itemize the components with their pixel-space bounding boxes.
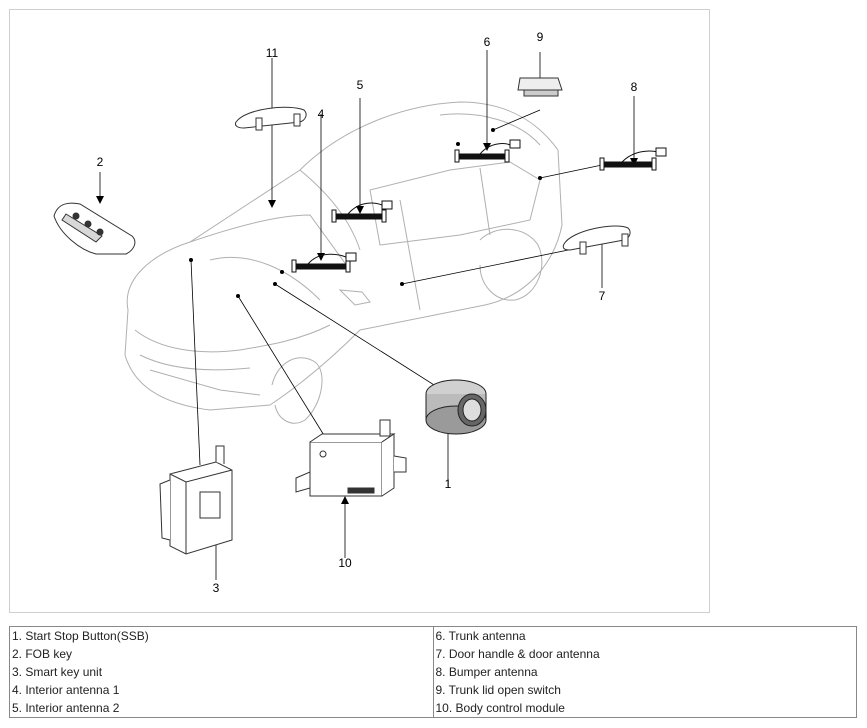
fob-key (53, 202, 136, 255)
interior-antenna-1 (291, 252, 357, 273)
rear-door-handle (562, 225, 631, 255)
trunk-antenna (454, 139, 521, 163)
trunk-lid-switch (517, 77, 563, 97)
start-stop-button (425, 379, 487, 435)
callout-7: 7 (599, 289, 606, 303)
callout-10: 10 (338, 556, 352, 570)
leader-lines (99, 50, 635, 580)
body-control-module (295, 419, 407, 497)
callout-8: 8 (631, 80, 638, 94)
callout-4: 4 (318, 107, 325, 121)
location-dots (189, 128, 542, 298)
callout-3: 3 (213, 581, 220, 595)
smart-key-unit (159, 445, 233, 555)
callout-2: 2 (97, 155, 104, 169)
legend-item: 9. Trunk lid open switch (432, 681, 857, 699)
callout-5: 5 (357, 78, 364, 92)
legend-item: 2. FOB key (9, 645, 434, 663)
front-door-handle (235, 106, 307, 131)
parts-diagram: 1 2 3 4 5 6 7 8 9 10 11 (9, 9, 710, 613)
parts-legend-table: 1. Start Stop Button(SSB) 6. Trunk anten… (9, 626, 857, 718)
car-outline (124, 101, 563, 424)
legend-row: 5. Interior antenna 2 10. Body control m… (9, 699, 857, 718)
legend-item: 1. Start Stop Button(SSB) (9, 626, 434, 645)
legend-row: 4. Interior antenna 1 9. Trunk lid open … (9, 681, 857, 699)
callout-1: 1 (445, 477, 452, 491)
callout-9: 9 (537, 30, 544, 44)
legend-item: 3. Smart key unit (9, 663, 434, 681)
legend-item: 7. Door handle & door antenna (432, 645, 857, 663)
callout-6: 6 (484, 35, 491, 49)
interior-antenna-2 (331, 200, 393, 223)
callout-labels: 1 2 3 4 5 6 7 8 9 10 11 (97, 30, 638, 595)
legend-row: 3. Smart key unit 8. Bumper antenna (9, 663, 857, 681)
callout-11: 11 (266, 46, 279, 60)
legend-row: 1. Start Stop Button(SSB) 6. Trunk anten… (9, 626, 857, 645)
legend-item: 4. Interior antenna 1 (9, 681, 434, 699)
legend-row: 2. FOB key 7. Door handle & door antenna (9, 645, 857, 663)
bumper-antenna (599, 147, 667, 171)
legend-item: 10. Body control module (432, 699, 857, 718)
legend-item: 5. Interior antenna 2 (9, 699, 434, 718)
legend-item: 8. Bumper antenna (432, 663, 857, 681)
legend-item: 6. Trunk antenna (432, 626, 857, 645)
